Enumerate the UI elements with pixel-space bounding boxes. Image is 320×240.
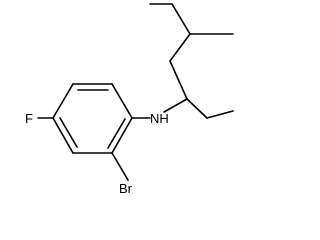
ring-bond-6 <box>52 83 74 119</box>
bond-c3-c2 <box>186 98 208 119</box>
molecule-diagram: F NH Br <box>25 3 234 196</box>
ring-bond-3-inner <box>107 118 126 149</box>
fluorine-label: F <box>25 111 33 126</box>
benzene-ring <box>52 83 133 154</box>
ring-bond-2 <box>111 83 133 119</box>
ring-bond-3 <box>111 117 133 154</box>
bond-c2-c1 <box>206 110 234 119</box>
bromine-label: Br <box>119 181 133 196</box>
ring-bond-5-inner <box>59 117 78 148</box>
alkyl-chain <box>149 3 234 119</box>
bond-c5-c6 <box>171 3 191 35</box>
bond-c4-c5 <box>169 33 191 62</box>
bond-c3-c4 <box>169 60 188 100</box>
ring-bond-5 <box>52 117 74 154</box>
structure-canvas: F NH Br <box>25 3 234 196</box>
bond-n-c3 <box>163 98 188 113</box>
bond-c-br <box>111 152 129 181</box>
amine-label: NH <box>150 111 169 126</box>
